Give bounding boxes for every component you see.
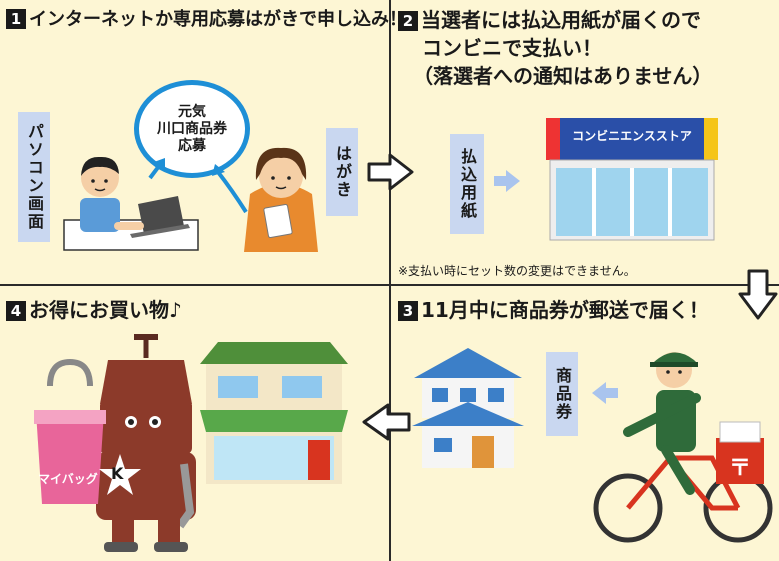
step2-number: 2 [398, 11, 418, 31]
small-arrow-left-icon [592, 382, 618, 404]
step2-title-line3: （落選者への通知はありません） [413, 64, 713, 88]
step2-title-line2: コンビニで支払い！ [422, 36, 602, 60]
step1-number: 1 [6, 9, 26, 29]
mascot-k-star-icon [99, 454, 141, 495]
convenience-store-illustration [546, 118, 718, 241]
shop-building-illustration [200, 342, 348, 484]
step1-title-text: インターネットか専用応募はがきで申し込み！ [29, 9, 407, 30]
voucher-label: 商品券 [546, 352, 578, 436]
payment-slip-label: 払込用紙 [450, 134, 484, 234]
step4-title-text: お得にお買い物♪ [29, 298, 182, 322]
postal-mark: 〒 [729, 456, 752, 481]
arrow-right-icon [367, 153, 414, 191]
step3-title-text: 11月中に商品券が郵送で届く！ [421, 298, 709, 322]
bubble-line3: 応募 [178, 137, 206, 154]
postcard-label: はがき [326, 128, 358, 216]
store-sign-text: コンビニエンスストア [572, 129, 692, 143]
payment-note: ※支払い時にセット数の変更はできません。 [398, 264, 636, 278]
pc-screen-label: パソコン画面 [18, 112, 50, 242]
mascot-robot-illustration [34, 334, 196, 552]
arrow-left-icon [362, 403, 411, 441]
small-arrow-right-icon [494, 170, 520, 192]
man-at-computer-illustration [63, 156, 199, 251]
postman-on-bicycle-illustration [593, 352, 773, 543]
house-illustration [412, 348, 524, 468]
bubble-line1: 元気 [178, 103, 206, 120]
my-bag-label: マイバッグ [38, 472, 98, 486]
step2-title-text: 当選者には払込用紙が届くので [421, 8, 701, 32]
step4-number: 4 [6, 301, 26, 321]
bubble-pointer-arrows [148, 158, 248, 214]
apply-bubble: 元気 川口商品券 応募 [134, 80, 250, 178]
woman-with-postcard-illustration [244, 147, 318, 252]
vertical-divider [389, 0, 391, 561]
arrow-down-icon [738, 269, 778, 320]
mascot-letter: K [111, 464, 124, 483]
bubble-line2: 川口商品券 [157, 120, 227, 137]
step3-number: 3 [398, 301, 418, 321]
